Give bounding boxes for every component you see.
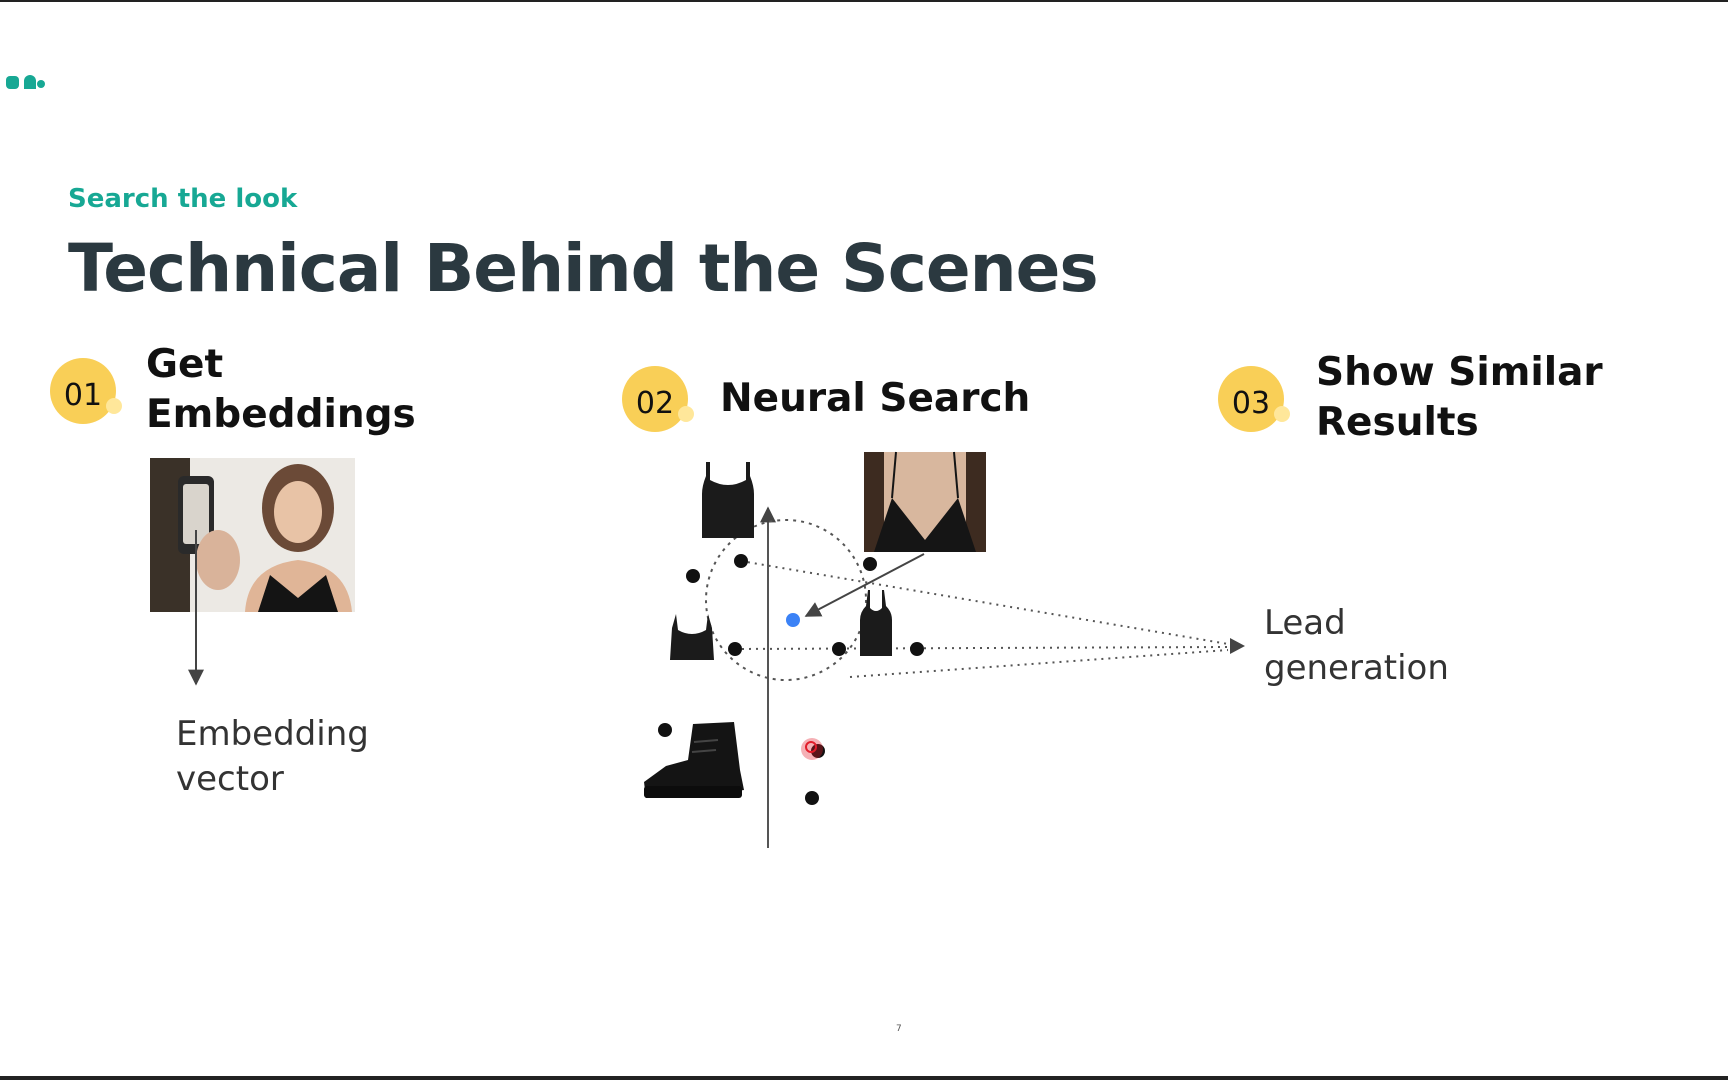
step-3-number: 03 xyxy=(1231,386,1271,421)
step-2-number: 02 xyxy=(635,386,675,421)
lead-label-line1: Lead xyxy=(1264,603,1346,643)
cursor-highlight xyxy=(801,738,823,760)
bottom-border xyxy=(0,1076,1728,1080)
badge-highlight xyxy=(678,406,694,422)
query-point xyxy=(786,613,800,627)
tank-top-crop-photo xyxy=(864,451,986,552)
selfie-photo xyxy=(150,458,355,612)
embedding-point xyxy=(658,723,672,737)
lead-generation-label: Lead generation xyxy=(1264,601,1449,691)
page-number: 7 xyxy=(896,1024,902,1034)
badge-highlight xyxy=(106,398,122,414)
step-3-badge: 03 xyxy=(1218,366,1290,432)
embedding-point xyxy=(910,642,924,656)
query-arrow xyxy=(804,553,925,617)
black-camisole xyxy=(860,590,892,656)
step-1-title: Get Embeddings xyxy=(146,340,416,440)
embedding-point xyxy=(728,642,742,656)
embedding-point xyxy=(805,791,819,805)
embedding-point xyxy=(863,557,877,571)
step-2-title-line1: Neural Search xyxy=(720,376,1031,421)
embedding-point xyxy=(811,744,825,758)
lead-dotted-line xyxy=(849,649,1229,678)
lead-dotted-line xyxy=(740,560,1229,645)
embedding-point xyxy=(832,642,846,656)
lead-dotted-line xyxy=(734,646,1229,650)
company-logo xyxy=(6,75,45,89)
embedding-points xyxy=(658,554,924,805)
step-3-title-line2: Results xyxy=(1316,400,1479,445)
step-2-badge: 02 xyxy=(622,366,694,432)
badge-highlight xyxy=(1274,406,1290,422)
embedding-vector-label: Embedding vector xyxy=(176,712,369,802)
lead-label-line2: generation xyxy=(1264,648,1449,688)
step-1-badge: 01 xyxy=(50,358,122,424)
embedding-point xyxy=(686,569,700,583)
step-2-title: Neural Search xyxy=(720,374,1030,424)
black-boot xyxy=(644,722,744,798)
lead-arrowhead xyxy=(1230,638,1245,654)
step-1-number: 01 xyxy=(63,378,103,413)
black-crop-top xyxy=(702,462,754,538)
step-1-title-line2: Embeddings xyxy=(146,392,416,437)
black-bralette-top xyxy=(670,614,714,660)
embedding-point xyxy=(734,554,748,568)
slide-title: Technical Behind the Scenes xyxy=(68,230,1099,307)
embedding-label-line2: vector xyxy=(176,759,284,799)
step-3-title-line1: Show Similar xyxy=(1316,350,1603,395)
slide-eyebrow: Search the look xyxy=(68,184,298,214)
embedding-label-line1: Embedding xyxy=(176,714,369,754)
top-border xyxy=(0,0,1728,2)
step-1-title-line1: Get xyxy=(146,342,224,387)
similarity-radius xyxy=(705,519,867,681)
step-3-title: Show Similar Results xyxy=(1316,348,1603,448)
